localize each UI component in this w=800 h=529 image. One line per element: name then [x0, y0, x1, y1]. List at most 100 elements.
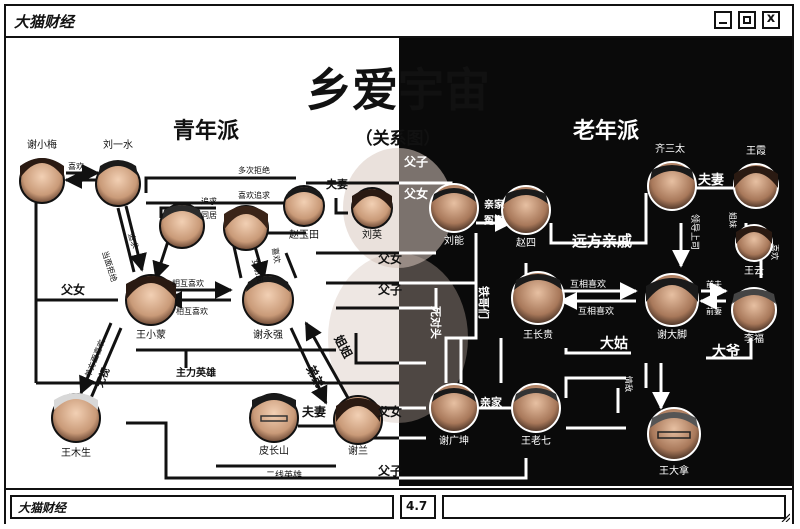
name-liu-ying: 刘英 — [362, 228, 382, 241]
portrait-xie-xiaomei[interactable] — [19, 158, 65, 204]
status-left-text: 大猫财经 — [18, 501, 67, 515]
portrait-qi-santai[interactable] — [647, 161, 697, 211]
portrait-liu-yishui[interactable] — [95, 160, 141, 207]
name-xie-dajiao: 谢大脚 — [657, 328, 687, 341]
status-bar: 大猫财经 4.7 — [6, 488, 792, 524]
svg-text:喜欢: 喜欢 — [770, 244, 780, 260]
svg-text:喜欢: 喜欢 — [68, 161, 84, 171]
relationship-diagram: 乡爱宇宙 （关系图） 青年派 老年派 — [6, 38, 792, 486]
diagram-main-title: 乡爱宇宙 — [306, 63, 490, 117]
portrait-wang-yun[interactable] — [735, 224, 773, 262]
svg-text:喜欢: 喜欢 — [270, 247, 283, 264]
svg-text:追求: 追求 — [126, 232, 140, 250]
svg-text:主力英雄: 主力英雄 — [176, 366, 216, 379]
svg-text:同居: 同居 — [201, 211, 217, 220]
svg-text:远方亲戚: 远方亲戚 — [572, 232, 632, 250]
status-field-left: 大猫财经 — [10, 495, 394, 519]
portrait-zhao-yutian-young[interactable] — [159, 203, 205, 249]
portrait-liu-ying[interactable] — [351, 187, 393, 229]
light-connectors — [34, 164, 399, 480]
portrait-wang-xiaomeng[interactable] — [125, 274, 177, 326]
diagram-subtitle: （关系图） — [356, 128, 441, 149]
svg-text:前夫: 前夫 — [706, 279, 722, 289]
svg-text:父女: 父女 — [377, 404, 402, 419]
name-zhao-yutian: 赵玉田 — [289, 228, 319, 241]
name-xie-xiaomei: 谢小梅 — [27, 138, 57, 151]
svg-text:姐妹: 姐妹 — [728, 212, 738, 228]
portrait-xie-lan[interactable] — [333, 395, 383, 445]
name-xie-guangkun: 谢广坤 — [439, 434, 469, 447]
window-title: 大猫财经 — [14, 13, 75, 31]
svg-text:夫妻: 夫妻 — [698, 172, 724, 188]
svg-text:大姑: 大姑 — [600, 335, 628, 352]
portrait-wang-laoqi[interactable] — [511, 383, 561, 433]
diagram-canvas: 乡爱宇宙 （关系图） 青年派 老年派 — [6, 38, 792, 486]
relation-labels-dark: 亲家 冤家 远方亲戚 夫妻 领导上司 姐妹 喜欢 互相喜欢 互相喜欢 前夫 前妻… — [429, 172, 780, 409]
portrait-wang-dana[interactable] — [647, 407, 701, 461]
name-labels: 谢小梅 刘一水 赵玉田 刘英 王小蒙 谢永强 王木生 皮长山 谢兰 刘能 赵四 … — [27, 138, 766, 477]
name-wang-xiaomeng: 王小蒙 — [136, 328, 166, 341]
name-wang-yun: 王云 — [744, 266, 764, 277]
svg-text:互相喜欢: 互相喜欢 — [570, 278, 606, 290]
name-wang-musheng: 王木生 — [61, 446, 91, 459]
svg-text:大爷: 大爷 — [712, 343, 741, 360]
portrait-wang-musheng[interactable] — [51, 393, 101, 443]
portraits — [19, 158, 779, 461]
app-window: 大猫财经 x — [4, 4, 794, 524]
svg-text:前妻: 前妻 — [706, 306, 722, 316]
name-zhao-si: 赵四 — [516, 236, 536, 249]
svg-text:领导上司: 领导上司 — [689, 214, 701, 250]
svg-text:父女: 父女 — [377, 251, 402, 266]
svg-text:亲家: 亲家 — [480, 395, 503, 409]
name-wang-dana: 王大拿 — [659, 464, 689, 477]
svg-text:铁哥们: 铁哥们 — [477, 286, 491, 319]
svg-text:多次拒绝: 多次拒绝 — [238, 165, 270, 175]
svg-text:情敌: 情敌 — [624, 376, 634, 392]
portrait-wang-xia[interactable] — [733, 163, 779, 209]
svg-text:亲家: 亲家 — [484, 198, 505, 211]
portrait-zhao-yutian[interactable] — [283, 185, 325, 227]
svg-text:父女: 父女 — [403, 186, 428, 201]
svg-text:二线英雄: 二线英雄 — [266, 469, 302, 481]
young-group-label: 青年派 — [173, 118, 239, 144]
portrait-zhao-si[interactable] — [501, 185, 551, 235]
name-wang-changgui: 王长贵 — [523, 328, 553, 341]
name-xie-lan: 谢兰 — [348, 444, 368, 457]
minimize-button[interactable] — [714, 11, 732, 29]
portrait-li-fu[interactable] — [731, 287, 777, 333]
svg-text:父子: 父子 — [377, 464, 402, 478]
watermark-figure — [343, 148, 453, 268]
status-field-version: 4.7 — [400, 495, 436, 519]
svg-text:父子: 父子 — [377, 283, 402, 297]
svg-text:父子: 父子 — [403, 155, 428, 169]
portrait-wang-changgui[interactable] — [511, 271, 565, 325]
svg-text:冤家: 冤家 — [484, 214, 505, 227]
svg-text:夫妻: 夫妻 — [326, 177, 348, 191]
svg-text:父女: 父女 — [60, 282, 85, 297]
name-qi-santai: 齐三太 — [655, 142, 685, 155]
maximize-button[interactable] — [738, 11, 756, 29]
relation-labels-center: 父子 父女 父女 父子 父女 父子 — [377, 155, 428, 478]
portrait-xie-yongqiang[interactable] — [242, 274, 294, 326]
status-version-text: 4.7 — [406, 499, 428, 513]
name-wang-laoqi: 王老七 — [521, 434, 551, 447]
portrait-xie-dajiao[interactable] — [645, 273, 699, 327]
svg-text:追求: 追求 — [201, 196, 217, 206]
close-button[interactable]: x — [762, 11, 780, 29]
close-icon: x — [766, 11, 776, 26]
name-liu-yishui: 刘一水 — [103, 139, 133, 151]
name-pi-changshan: 皮长山 — [259, 444, 289, 457]
portrait-liu-neng[interactable] — [429, 183, 479, 233]
svg-text:死对头: 死对头 — [429, 306, 443, 339]
svg-text:喜欢追求: 喜欢追求 — [238, 190, 270, 200]
portrait-liu-ying-young[interactable] — [223, 205, 269, 251]
old-group-label: 老年派 — [572, 118, 639, 144]
svg-text:互相喜欢: 互相喜欢 — [578, 305, 614, 317]
status-field-right — [442, 495, 786, 519]
name-li-fu: 李福 — [744, 332, 764, 345]
svg-text:夫妻: 夫妻 — [301, 404, 326, 419]
resize-grip-icon[interactable] — [780, 512, 790, 522]
portrait-pi-changshan[interactable] — [249, 393, 299, 443]
title-bar[interactable]: 大猫财经 x — [6, 6, 792, 38]
portrait-xie-guangkun[interactable] — [429, 383, 479, 433]
